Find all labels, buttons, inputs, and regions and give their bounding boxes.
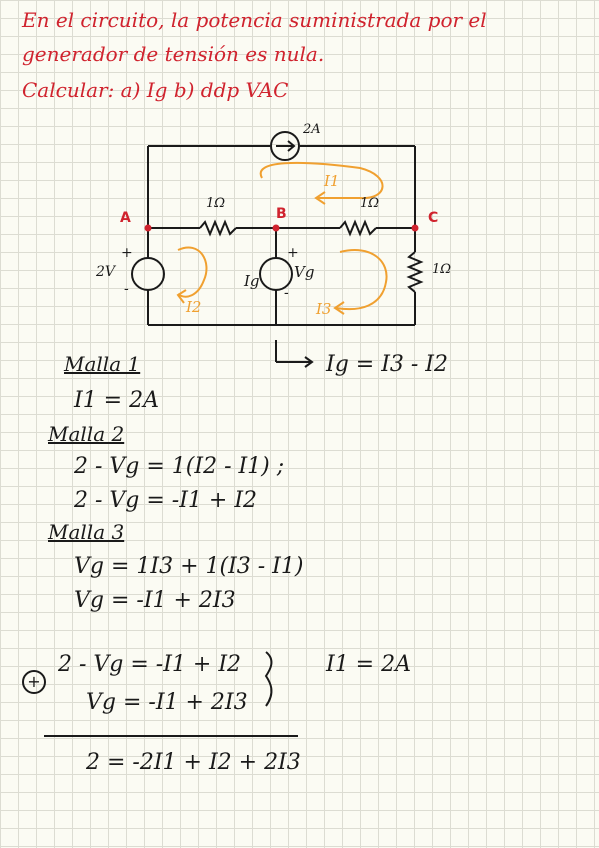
current-source-top-label: 2A [303, 122, 321, 137]
malla1-equation: I1 = 2A [74, 388, 159, 413]
node-b-label: B [276, 206, 287, 222]
loop3-arrow [335, 249, 388, 311]
problem-line-3: Calcular: a) Ig b) ddp VAC [22, 78, 289, 102]
sum-result: 2 = -2I1 + I2 + 2I3 [86, 750, 301, 775]
malla3-equation-2: Vg = -I1 + 2I3 [74, 588, 236, 613]
loop2-label: I2 [186, 298, 202, 316]
malla2-title: Malla 2 [48, 422, 125, 446]
plus-sign-middle: + [287, 245, 299, 261]
problem-line-2: generador de tensión es nula. [22, 42, 325, 66]
minus-sign-left: - [124, 281, 129, 297]
plus-circle-icon: + [22, 670, 46, 694]
loop1-label: I1 [324, 172, 340, 190]
node-c-dot [411, 224, 419, 232]
malla1-title: Malla 1 [64, 352, 141, 376]
middle-current-label: Ig [244, 272, 260, 290]
sum-equation-2: Vg = -I1 + 2I3 [86, 690, 248, 715]
resistor-bc-label: 1Ω [360, 196, 380, 211]
resistor-bc-symbol [339, 219, 377, 237]
resistor-ab-symbol [199, 219, 237, 237]
middle-voltage-label: Vg [294, 263, 315, 281]
malla3-title: Malla 3 [48, 520, 125, 544]
node-a-dot [144, 224, 152, 232]
problem-line-1: En el circuito, la potencia suministrada… [22, 8, 487, 32]
loop2-arrow [177, 246, 208, 298]
loop1-arrow [259, 161, 384, 200]
node-c-label: C [428, 210, 439, 226]
minus-sign-middle: - [284, 285, 289, 301]
loop3-label: I3 [316, 300, 332, 318]
plus-sign-left: + [121, 245, 133, 261]
malla2-equation-2: 2 - Vg = -I1 + I2 [74, 488, 258, 513]
resistor-ab-label: 1Ω [206, 196, 226, 211]
resistor-right-label: 1Ω [432, 262, 452, 277]
voltage-source-middle-symbol [259, 257, 293, 291]
malla2-equation-1: 2 - Vg = 1(I2 - I1) ; [74, 454, 285, 479]
malla3-equation-1: Vg = 1I3 + 1(I3 - I1) [74, 554, 304, 579]
sum-given: I1 = 2A [326, 652, 411, 677]
sum-equation-1: 2 - Vg = -I1 + I2 [58, 652, 242, 677]
ig-relation: Ig = I3 - I2 [326, 352, 448, 377]
voltage-source-left-label: 2V [96, 264, 116, 280]
voltage-source-left-symbol [131, 257, 165, 291]
resistor-right-symbol [406, 251, 424, 293]
node-a-label: A [120, 210, 131, 226]
node-b-dot [272, 224, 280, 232]
current-source-top-symbol [270, 131, 300, 161]
